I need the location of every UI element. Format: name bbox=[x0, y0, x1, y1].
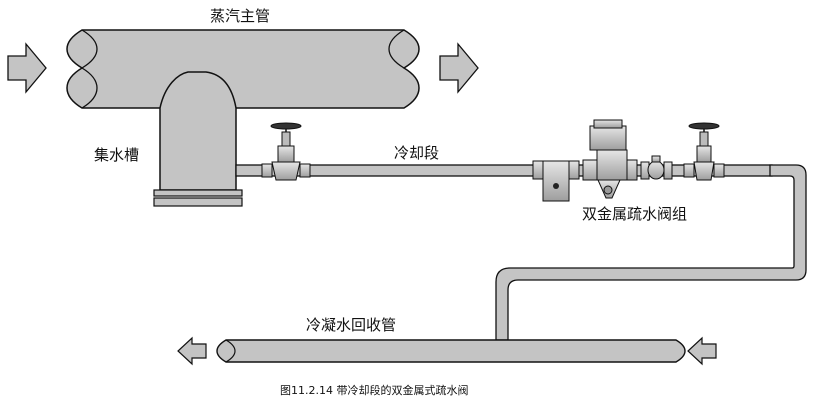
collecting-tank-bottom-plate bbox=[153, 197, 243, 207]
trap-group-label: 双金属疏水阀组 bbox=[582, 205, 688, 223]
union-fitting bbox=[640, 155, 673, 180]
collecting-tank-flange bbox=[153, 189, 243, 197]
strainer bbox=[532, 160, 580, 202]
condensate-inlet-arrow bbox=[687, 336, 717, 366]
condensate-return-label: 冷凝水回收管 bbox=[306, 316, 397, 334]
steam-main-break-left bbox=[80, 29, 98, 109]
steam-main-break-right bbox=[388, 29, 405, 69]
figure-caption: 图11.2.14 带冷却段的双金属式疏水阀 bbox=[280, 384, 469, 397]
gate-valve-right bbox=[683, 122, 725, 181]
collecting-tank-body bbox=[159, 71, 237, 191]
steam-main-label: 蒸汽主管 bbox=[210, 7, 271, 25]
cooling-section-label: 冷却段 bbox=[394, 144, 440, 162]
steam-inlet-arrow bbox=[7, 42, 47, 94]
condensate-return-pipe bbox=[216, 339, 686, 363]
steam-main-pipe bbox=[66, 29, 420, 109]
steam-outlet-arrow bbox=[439, 42, 479, 94]
gate-valve-left bbox=[261, 122, 311, 181]
condensate-outlet-arrow bbox=[177, 336, 207, 366]
bimetal-trap bbox=[582, 119, 638, 199]
collecting-tank-label: 集水槽 bbox=[94, 146, 140, 164]
condensate-return-break-left bbox=[225, 339, 236, 363]
